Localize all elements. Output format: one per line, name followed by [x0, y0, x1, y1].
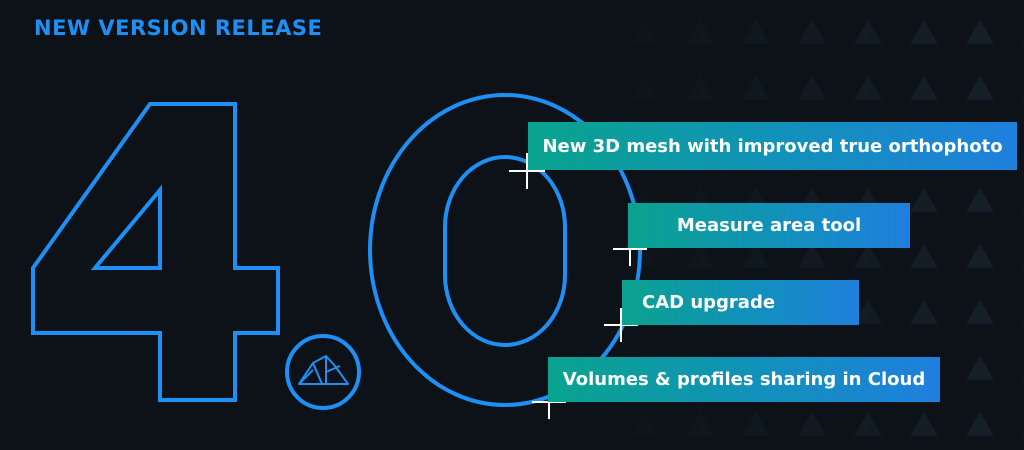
feature-label: CAD upgrade [642, 292, 776, 313]
feature-label: New 3D mesh with improved true orthophot… [542, 135, 1003, 157]
feature-banner-cloud-sharing: Volumes & profiles sharing in Cloud [548, 357, 940, 402]
feature-banner-3d-mesh: New 3D mesh with improved true orthophot… [528, 122, 1017, 170]
feature-banner-cad-upgrade: CAD upgrade [622, 280, 859, 325]
logo-mountain-icon [285, 334, 361, 410]
feature-label: Volumes & profiles sharing in Cloud [562, 369, 926, 390]
digit-four-outline [31, 102, 280, 402]
feature-label: Measure area tool [676, 215, 862, 236]
page-title: NEW VERSION RELEASE [34, 16, 323, 40]
feature-banner-measure-area: Measure area tool [628, 203, 910, 248]
